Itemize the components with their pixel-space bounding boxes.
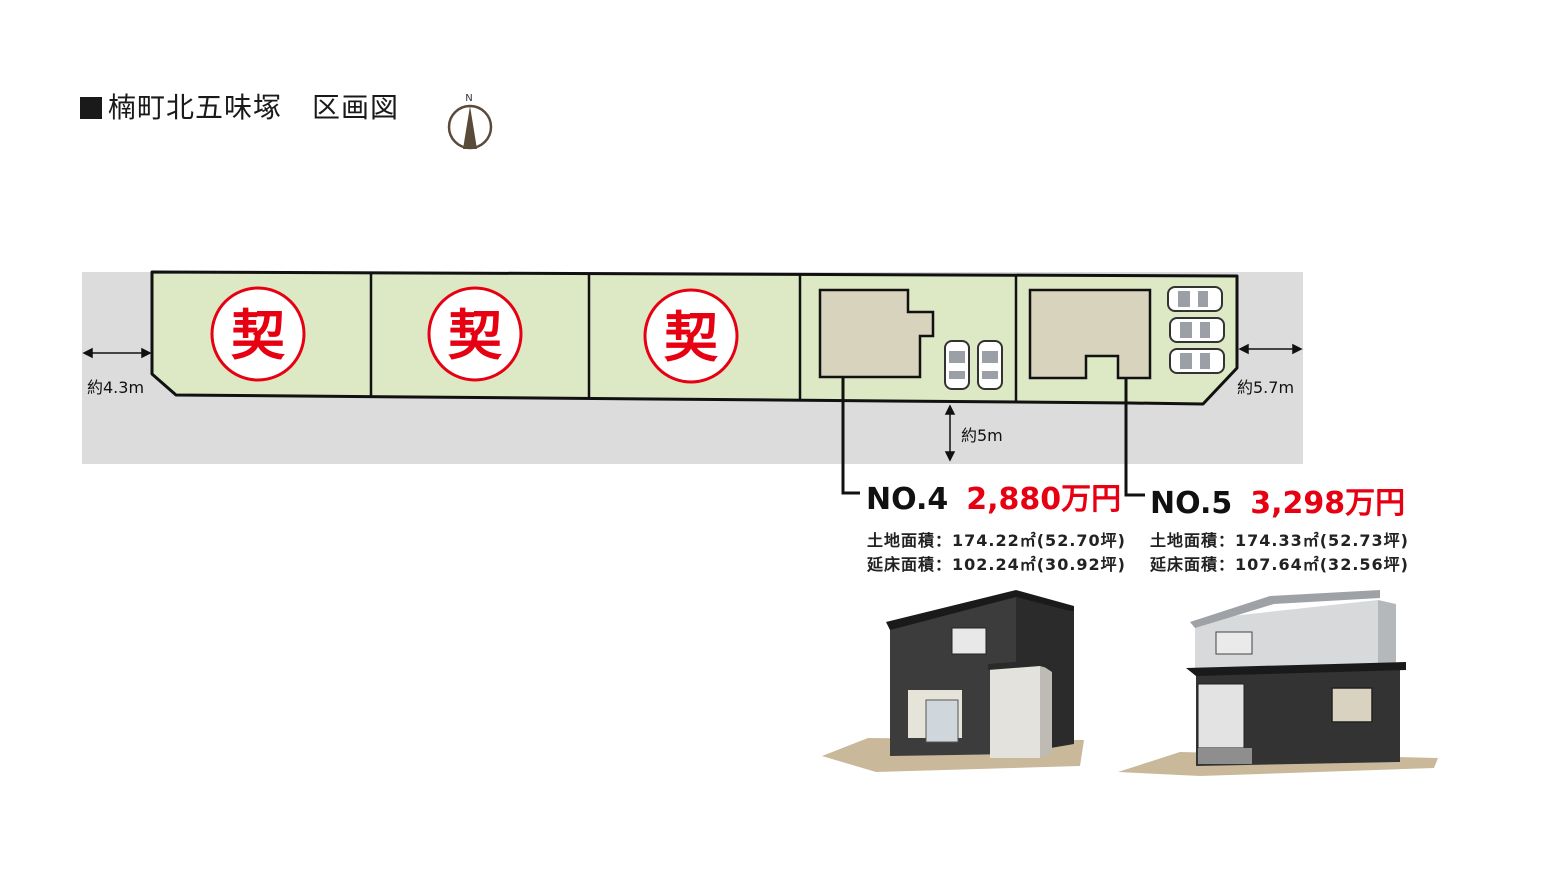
north-arrow-icon: N bbox=[447, 93, 493, 150]
svg-text:契: 契 bbox=[448, 304, 502, 367]
compass-label: N bbox=[465, 93, 472, 104]
dimension-arrows bbox=[82, 343, 1303, 462]
land-area: 土地面積：174.33㎡(52.73坪) bbox=[1150, 531, 1409, 550]
title-kind: 区画図 bbox=[312, 91, 400, 124]
building-footprint-no5 bbox=[1028, 288, 1152, 380]
car-icon bbox=[1169, 348, 1225, 374]
car-icon bbox=[944, 340, 970, 390]
house-illustration-no5 bbox=[1118, 590, 1438, 776]
land-area: 土地面積：174.22㎡(52.70坪) bbox=[867, 531, 1126, 550]
house-illustration-no4 bbox=[822, 590, 1084, 772]
dimension-left-road: 約4.3m bbox=[87, 378, 145, 397]
contract-mark-lot-2: 契 bbox=[427, 286, 523, 382]
floor-area: 延床面積：107.64㎡(32.56坪) bbox=[1150, 555, 1409, 574]
square-bullet-icon bbox=[80, 97, 102, 119]
floor-area: 延床面積：102.24㎡(30.92坪) bbox=[867, 555, 1126, 574]
contract-mark-lot-1: 契 bbox=[210, 286, 306, 382]
car-icon bbox=[1169, 317, 1225, 343]
contract-mark-lot-3: 契 bbox=[643, 288, 739, 384]
page-title: 楠町北五味塚区画図 bbox=[80, 86, 399, 126]
lot-areas-no4: 土地面積：174.22㎡(52.70坪) 延床面積：102.24㎡(30.92坪… bbox=[867, 529, 1126, 577]
svg-text:契: 契 bbox=[231, 304, 285, 367]
lot-label-no4: NO.4 2,880万円 bbox=[866, 474, 1121, 518]
lot-dividers bbox=[369, 273, 1018, 402]
lot-areas-no5: 土地面積：174.33㎡(52.73坪) 延床面積：107.64㎡(32.56坪… bbox=[1150, 529, 1409, 577]
dimension-front-road: 約5m bbox=[961, 426, 1003, 445]
lot-number: NO.5 bbox=[1150, 486, 1233, 521]
car-icon bbox=[977, 340, 1003, 390]
svg-text:契: 契 bbox=[664, 306, 718, 369]
lot-price: 3,298万円 bbox=[1250, 486, 1406, 521]
lot-label-no5: NO.5 3,298万円 bbox=[1150, 478, 1405, 522]
building-footprint-no4 bbox=[818, 288, 935, 379]
lot-number: NO.4 bbox=[866, 482, 949, 517]
car-icon bbox=[1167, 286, 1223, 312]
leader-lines bbox=[841, 377, 1145, 497]
lot-price: 2,880万円 bbox=[966, 482, 1122, 517]
title-place: 楠町北五味塚 bbox=[108, 91, 283, 124]
dimension-right-road: 約5.7m bbox=[1237, 378, 1295, 397]
